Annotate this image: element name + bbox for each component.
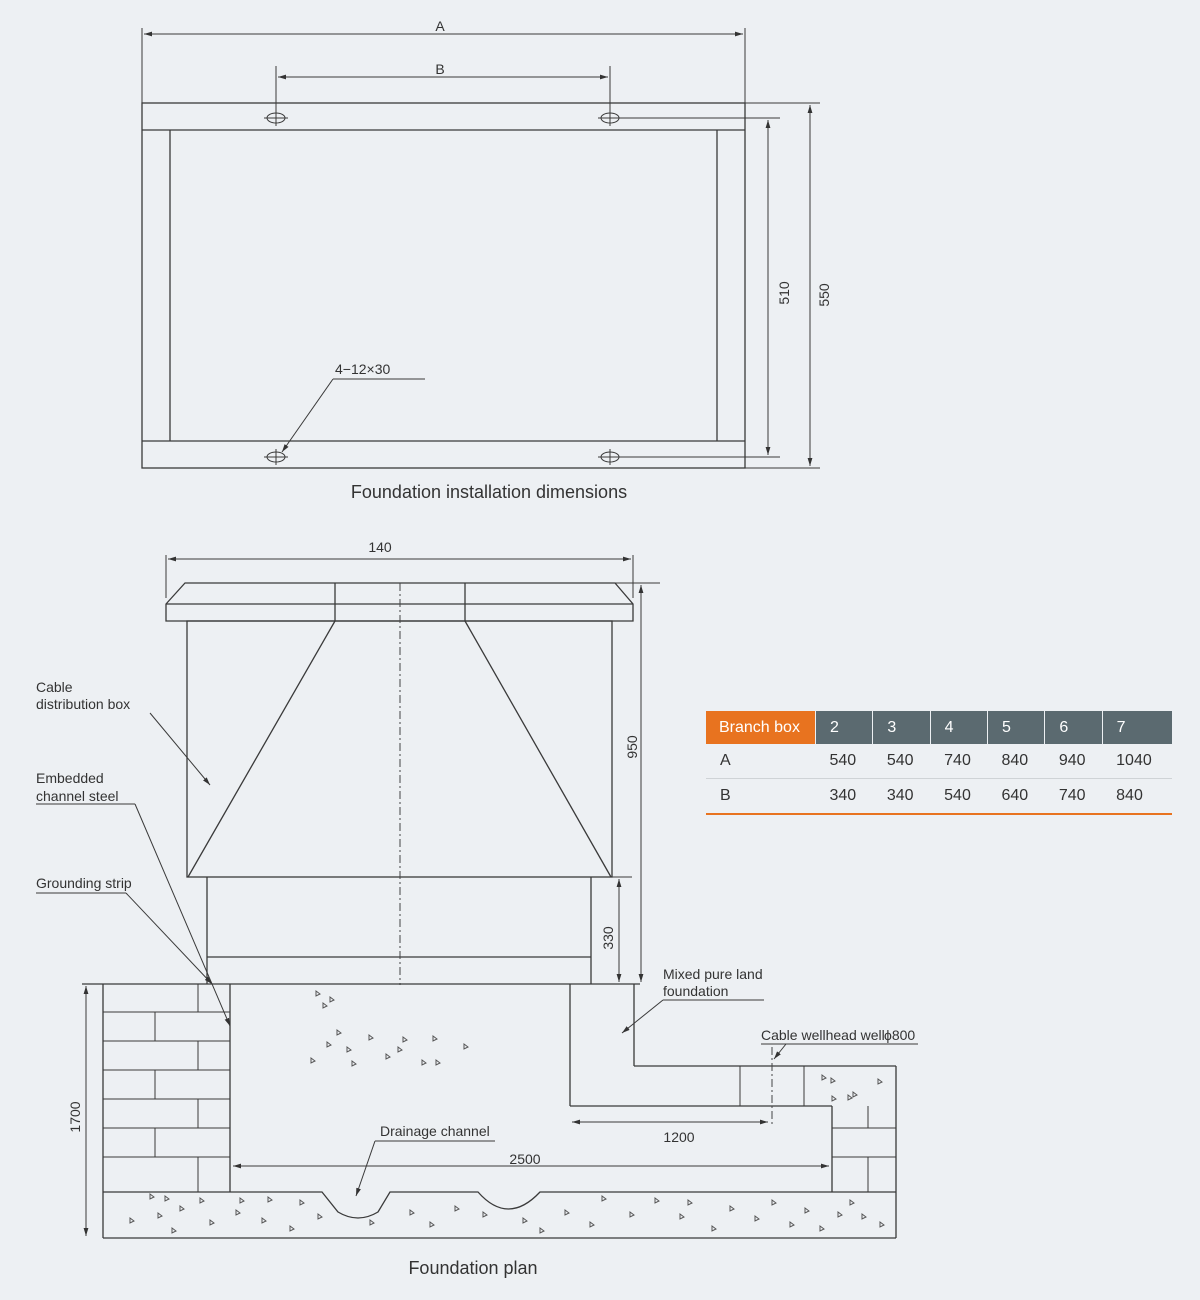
foundation-plan-caption: Foundation plan xyxy=(408,1258,537,1278)
label-grounding-strip: Grounding strip xyxy=(36,875,132,891)
table-header-cell: 2 xyxy=(814,711,873,744)
concrete-texture xyxy=(129,990,885,1234)
label-cable-box-line1: Cable xyxy=(36,679,73,695)
dimension-950-label: 950 xyxy=(624,735,640,759)
table-row: A 540 540 740 840 940 1040 xyxy=(706,744,1172,779)
table-cell: 740 xyxy=(930,744,988,779)
label-mixed-line2: foundation xyxy=(663,983,728,999)
table-header-cell: 7 xyxy=(1101,711,1172,744)
table-cell: 940 xyxy=(1044,744,1103,779)
table-cell: 540 xyxy=(872,744,931,779)
table-cell: B xyxy=(706,778,816,815)
dimension-1200-label: 1200 xyxy=(663,1129,694,1145)
dimension-140-label: 140 xyxy=(368,539,392,555)
table-cell: 840 xyxy=(987,744,1045,779)
table-header-cell: 3 xyxy=(872,711,931,744)
dimension-510-label: 510 xyxy=(776,281,792,305)
mounting-hole xyxy=(264,110,288,126)
dimension-b-label: B xyxy=(435,61,444,77)
label-channel-line2: channel steel xyxy=(36,788,119,804)
label-cable-box-line2: distribution box xyxy=(36,696,130,712)
mounting-hole xyxy=(598,110,780,126)
table-cell: 340 xyxy=(872,778,931,815)
mounting-hole xyxy=(598,449,780,465)
table-header-cell: Branch box xyxy=(706,711,816,744)
label-wellhead-diameter: ϕ800 xyxy=(884,1027,915,1043)
dimension-a-label: A xyxy=(435,18,445,34)
table-header-cell: 5 xyxy=(986,711,1045,744)
dimension-330-label: 330 xyxy=(600,926,616,950)
table-cell: 540 xyxy=(930,778,988,815)
table-cell: A xyxy=(706,744,816,779)
installation-caption: Foundation installation dimensions xyxy=(351,482,627,502)
dimension-2500-label: 2500 xyxy=(509,1151,540,1167)
branch-box-dimension-table: Branch box 2 3 4 5 6 7 A 540 540 740 840… xyxy=(706,711,1172,815)
table-cell: 840 xyxy=(1102,778,1172,815)
table-cell: 540 xyxy=(815,744,873,779)
table-header-cell: 4 xyxy=(929,711,988,744)
label-drainage-channel: Drainage channel xyxy=(380,1123,490,1139)
dimension-1700-label: 1700 xyxy=(67,1101,83,1132)
table-header-row: Branch box 2 3 4 5 6 7 xyxy=(706,711,1172,744)
brick-wall-left xyxy=(103,984,230,1192)
table-cell: 340 xyxy=(815,778,873,815)
label-mixed-line1: Mixed pure land xyxy=(663,966,763,982)
dimension-550-label: 550 xyxy=(816,283,832,307)
table-cell: 740 xyxy=(1044,778,1103,815)
label-channel-line1: Embedded xyxy=(36,770,104,786)
mounting-hole xyxy=(264,449,288,465)
table-cell: 1040 xyxy=(1102,744,1172,779)
hole-spec-note: 4−12×30 xyxy=(335,361,390,377)
foundation-installation-drawing: A B 510 550 4−12×30 Foundation installat… xyxy=(141,18,832,502)
brick-wall-right xyxy=(739,1066,896,1192)
label-wellhead: Cable wellhead well xyxy=(761,1027,885,1043)
table-row: B 340 340 540 640 740 840 xyxy=(706,778,1172,815)
table-header-cell: 6 xyxy=(1044,711,1103,744)
foundation-plan-drawing: 140 950 330 1700 1200 2500 Cable distrib… xyxy=(36,539,918,1278)
table-cell: 640 xyxy=(987,778,1045,815)
